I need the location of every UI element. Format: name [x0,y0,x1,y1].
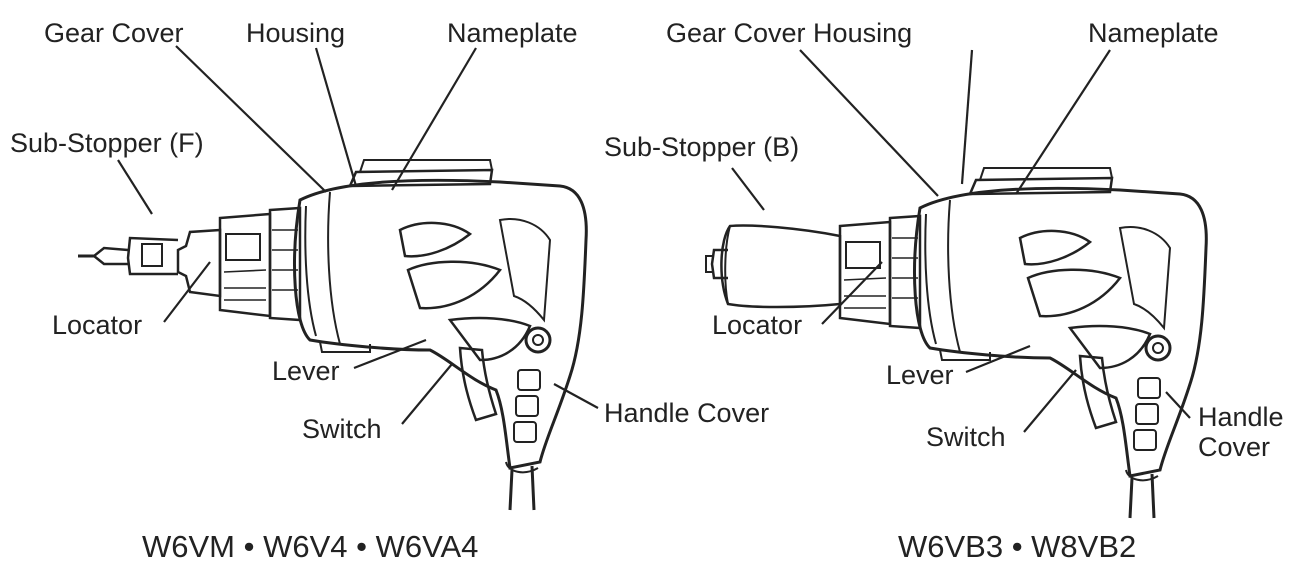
label-nameplate-left: Nameplate [447,18,578,48]
label-lever-left: Lever [272,356,340,386]
label-sub-stopper-right: Sub-Stopper (B) [604,132,800,162]
label-locator-left: Locator [52,310,143,340]
drill-illustration-left [78,158,588,512]
label-switch-left: Switch [302,414,382,444]
label-nameplate-right: Nameplate [1088,18,1219,48]
label-handle-cover-right-line2: Cover [1198,432,1271,462]
label-gear-cover-left: Gear Cover [44,18,184,48]
leader-lines-right [731,49,1191,433]
model-caption-left: W6VM • W6V4 • W6VA4 [142,529,479,564]
label-handle-cover-left: Handle Cover [604,398,770,428]
drill-illustration-right [705,166,1208,520]
label-handle-cover-right: Handle Cover [1198,402,1284,462]
label-lever-right: Lever [886,360,954,390]
label-switch-right: Switch [926,422,1006,452]
label-locator-right: Locator [712,310,803,340]
label-gear-cover-housing-right: Gear Cover Housing [666,18,913,48]
label-housing-left: Housing [246,18,346,48]
label-handle-cover-right-line1: Handle [1198,402,1284,432]
leader-lines-left [117,45,599,425]
model-caption-right: W6VB3 • W8VB2 [898,529,1137,564]
label-sub-stopper-left: Sub-Stopper (F) [10,128,204,158]
